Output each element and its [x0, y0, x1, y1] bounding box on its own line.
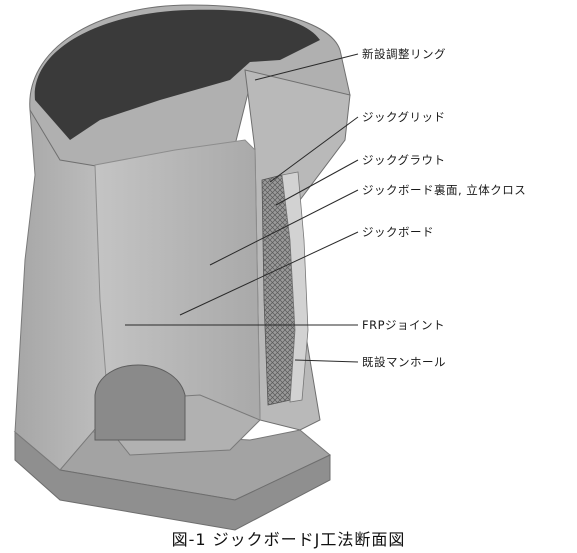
leader-existing-manhole	[294, 359, 359, 363]
adjustment-ring-rim	[34, 9, 320, 140]
label-frp-joint: FRPジョイント	[362, 318, 446, 332]
leader-zick-board	[179, 231, 359, 316]
pipe-opening	[94, 364, 186, 441]
figure-caption: 図-1 ジックボードJ工法断面図	[171, 530, 406, 549]
zick-board-strip	[281, 171, 309, 403]
label-zick-grid: ジックグリッド	[362, 110, 446, 124]
label-new-ring: 新設調整リング	[362, 47, 446, 61]
leader-lines	[125, 53, 359, 363]
label-zick-board: ジックボード	[362, 225, 434, 239]
leader-zick-grid	[269, 116, 359, 183]
leader-zick-board-back	[209, 189, 359, 266]
leader-new-ring	[254, 53, 359, 81]
label-zick-grout: ジックグラウト	[362, 153, 446, 167]
label-zick-board-back: ジックボード裏面, 立体クロス	[362, 183, 527, 197]
leader-zick-grout	[275, 159, 359, 206]
label-existing-manhole: 既設マンホール	[362, 355, 446, 369]
inner-cavity	[94, 139, 261, 431]
